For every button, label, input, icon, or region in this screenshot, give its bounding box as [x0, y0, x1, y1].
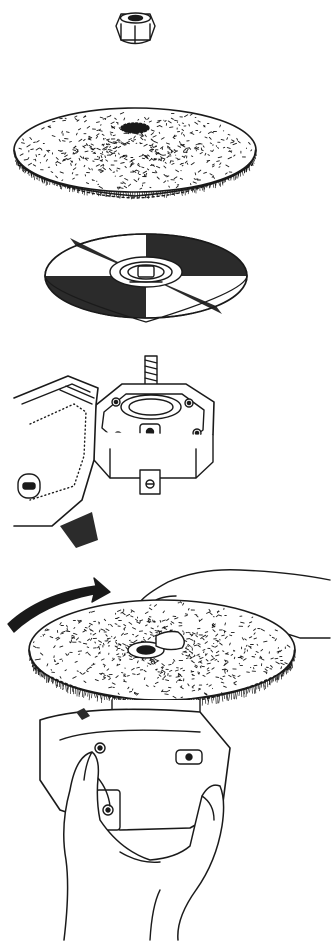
wire-brush-wheel-icon: [14, 108, 256, 199]
grinder-head-icon: [14, 356, 214, 548]
flat-disc-icon: [45, 234, 247, 322]
lock-nut-icon: [116, 13, 155, 44]
installation-step-icon: [8, 570, 330, 940]
